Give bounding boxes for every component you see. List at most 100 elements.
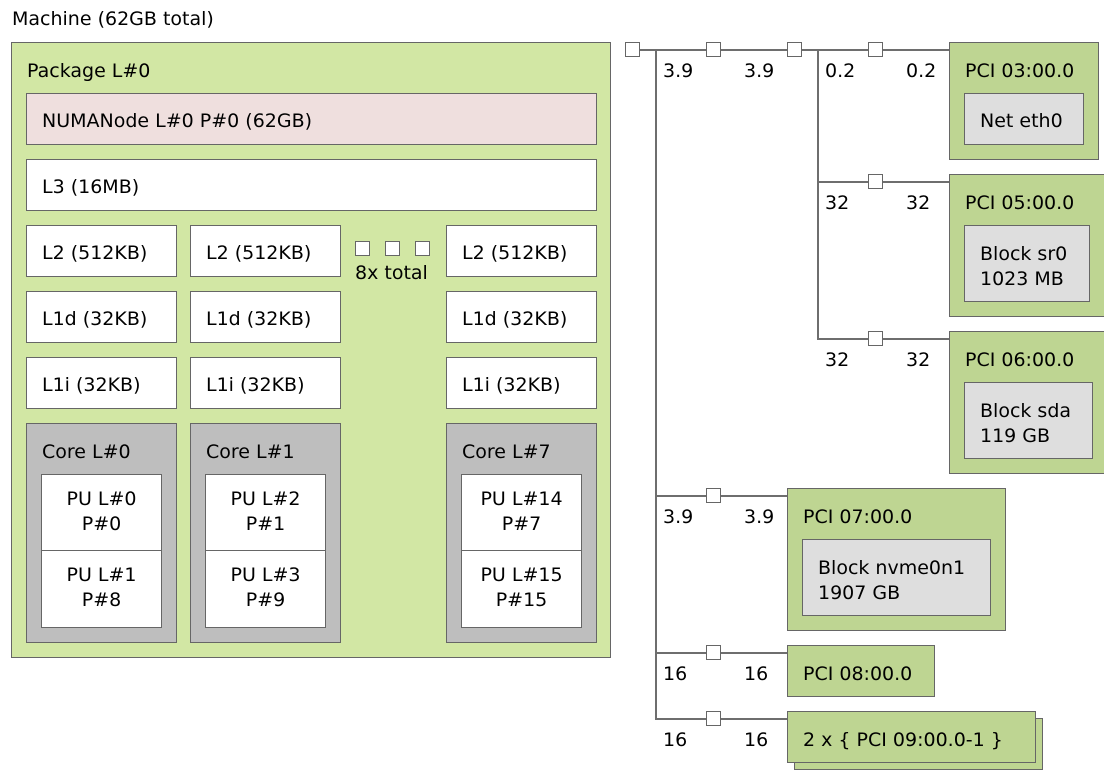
os-device-label: Block sr0 1023 MB: [980, 242, 1067, 292]
collapsed-square-icon: [385, 241, 400, 256]
os-device-name: Block sr0: [980, 243, 1068, 265]
collapsed-count-label: 8x total: [355, 262, 428, 284]
link-speed-up: 32: [825, 192, 850, 214]
bus-link-line: [817, 338, 950, 340]
pu-physical-label: P#8: [81, 589, 122, 611]
l1d-cache-label: L1d (32KB): [42, 308, 148, 330]
link-speed-up: 3.9: [663, 60, 694, 82]
os-device-box[interactable]: Block sda 119 GB: [964, 382, 1093, 459]
bus-link-line: [817, 181, 950, 183]
pu-box[interactable]: PU L#3 P#9: [205, 550, 326, 628]
pu-physical-label: P#15: [495, 589, 548, 611]
os-device-size: 119 GB: [980, 425, 1051, 447]
collapsed-square-icon: [415, 241, 430, 256]
pu-box[interactable]: PU L#0 P#0: [41, 474, 162, 551]
pci-device-box[interactable]: 2 x { PCI 09:00.0-1 }: [787, 711, 1036, 763]
link-speed-up: 0.2: [825, 60, 856, 82]
pci-device-label: PCI 06:00.0: [965, 349, 1075, 371]
pu-box[interactable]: PU L#1 P#8: [41, 550, 162, 628]
pu-physical-label: P#7: [501, 513, 542, 535]
l1d-cache-box[interactable]: L1d (32KB): [446, 291, 597, 343]
os-device-size: 1023 MB: [980, 268, 1064, 290]
host-bridge-icon[interactable]: [625, 42, 640, 57]
l3-cache-box[interactable]: L3 (16MB): [26, 159, 597, 211]
pu-physical-label: P#9: [245, 589, 286, 611]
pu-box[interactable]: PU L#14 P#7: [461, 474, 582, 551]
pci-device-label: PCI 07:00.0: [803, 506, 913, 528]
bridge-trunk-line: [817, 49, 819, 339]
l3-cache-label: L3 (16MB): [42, 176, 140, 198]
link-speed-up: 16: [663, 729, 688, 751]
link-square-icon: [706, 645, 721, 660]
link-speed-up: 32: [825, 349, 850, 371]
link-speed-up: 16: [663, 663, 688, 685]
pu-physical-label: P#1: [245, 513, 286, 535]
link-speed-down: 0.2: [906, 60, 937, 82]
l2-cache-label: L2 (512KB): [206, 242, 312, 264]
os-device-label: Block sda 119 GB: [980, 399, 1071, 449]
pci-device-label: 2 x { PCI 09:00.0-1 }: [803, 729, 1003, 751]
core-label: Core L#7: [462, 441, 551, 463]
os-device-label: Net eth0: [980, 110, 1063, 132]
link-square-icon: [868, 42, 883, 57]
l2-cache-box[interactable]: L2 (512KB): [26, 225, 177, 277]
pci-bridge-icon[interactable]: [787, 42, 802, 57]
os-device-size: 1907 GB: [818, 582, 901, 604]
pci-device-box[interactable]: PCI 08:00.0: [787, 645, 935, 697]
pu-logical-label: PU L#2: [230, 488, 301, 510]
l1i-cache-box[interactable]: L1i (32KB): [26, 357, 177, 409]
pu-logical-label: PU L#14: [480, 488, 563, 510]
link-square-icon: [868, 331, 883, 346]
l1d-cache-box[interactable]: L1d (32KB): [190, 291, 341, 343]
pci-device-label: PCI 08:00.0: [803, 663, 913, 685]
l1i-cache-label: L1i (32KB): [206, 374, 305, 396]
l1d-cache-label: L1d (32KB): [462, 308, 568, 330]
l2-cache-box[interactable]: L2 (512KB): [190, 225, 341, 277]
link-square-icon: [706, 42, 721, 57]
bus-link-line: [655, 495, 788, 497]
l1i-cache-label: L1i (32KB): [462, 374, 561, 396]
link-square-icon: [868, 174, 883, 189]
l1d-cache-label: L1d (32KB): [206, 308, 312, 330]
link-square-icon: [706, 488, 721, 503]
link-speed-down: 16: [744, 663, 769, 685]
pu-box[interactable]: PU L#2 P#1: [205, 474, 326, 551]
link-speed-up: 3.9: [663, 506, 694, 528]
l2-cache-box[interactable]: L2 (512KB): [446, 225, 597, 277]
link-square-icon: [706, 711, 721, 726]
os-device-box[interactable]: Block sr0 1023 MB: [964, 225, 1090, 302]
os-device-label: Block nvme0n1 1907 GB: [818, 556, 965, 606]
pu-logical-label: PU L#3: [230, 564, 301, 586]
os-device-name: Block nvme0n1: [818, 557, 966, 579]
bus-link-line: [655, 718, 788, 720]
l2-cache-label: L2 (512KB): [42, 242, 148, 264]
core-label: Core L#0: [42, 441, 131, 463]
pu-physical-label: P#0: [81, 513, 122, 535]
collapsed-square-icon: [355, 241, 370, 256]
l1d-cache-box[interactable]: L1d (32KB): [26, 291, 177, 343]
bus-link-line: [655, 652, 788, 654]
link-speed-down: 16: [744, 729, 769, 751]
l1i-cache-box[interactable]: L1i (32KB): [190, 357, 341, 409]
os-device-box[interactable]: Net eth0: [964, 93, 1084, 145]
pu-logical-label: PU L#1: [66, 564, 137, 586]
package-label: Package L#0: [27, 60, 151, 82]
pci-device-label: PCI 05:00.0: [965, 192, 1075, 214]
os-device-box[interactable]: Block nvme0n1 1907 GB: [802, 539, 991, 616]
l1i-cache-label: L1i (32KB): [42, 374, 141, 396]
link-speed-down: 32: [906, 192, 931, 214]
link-speed-down: 32: [906, 349, 931, 371]
numa-node-label: NUMANode L#0 P#0 (62GB): [42, 110, 313, 132]
l2-cache-label: L2 (512KB): [462, 242, 568, 264]
core-label: Core L#1: [206, 441, 295, 463]
numa-node-box[interactable]: NUMANode L#0 P#0 (62GB): [26, 93, 597, 145]
machine-label: Machine (62GB total): [12, 8, 214, 30]
pci-device-label: PCI 03:00.0: [965, 60, 1075, 82]
pu-logical-label: PU L#0: [66, 488, 137, 510]
os-device-name: Block sda: [980, 400, 1072, 422]
l1i-cache-box[interactable]: L1i (32KB): [446, 357, 597, 409]
bus-trunk-line: [655, 49, 657, 719]
link-speed-down: 3.9: [744, 60, 775, 82]
pu-box[interactable]: PU L#15 P#15: [461, 550, 582, 628]
link-speed-down: 3.9: [744, 506, 775, 528]
